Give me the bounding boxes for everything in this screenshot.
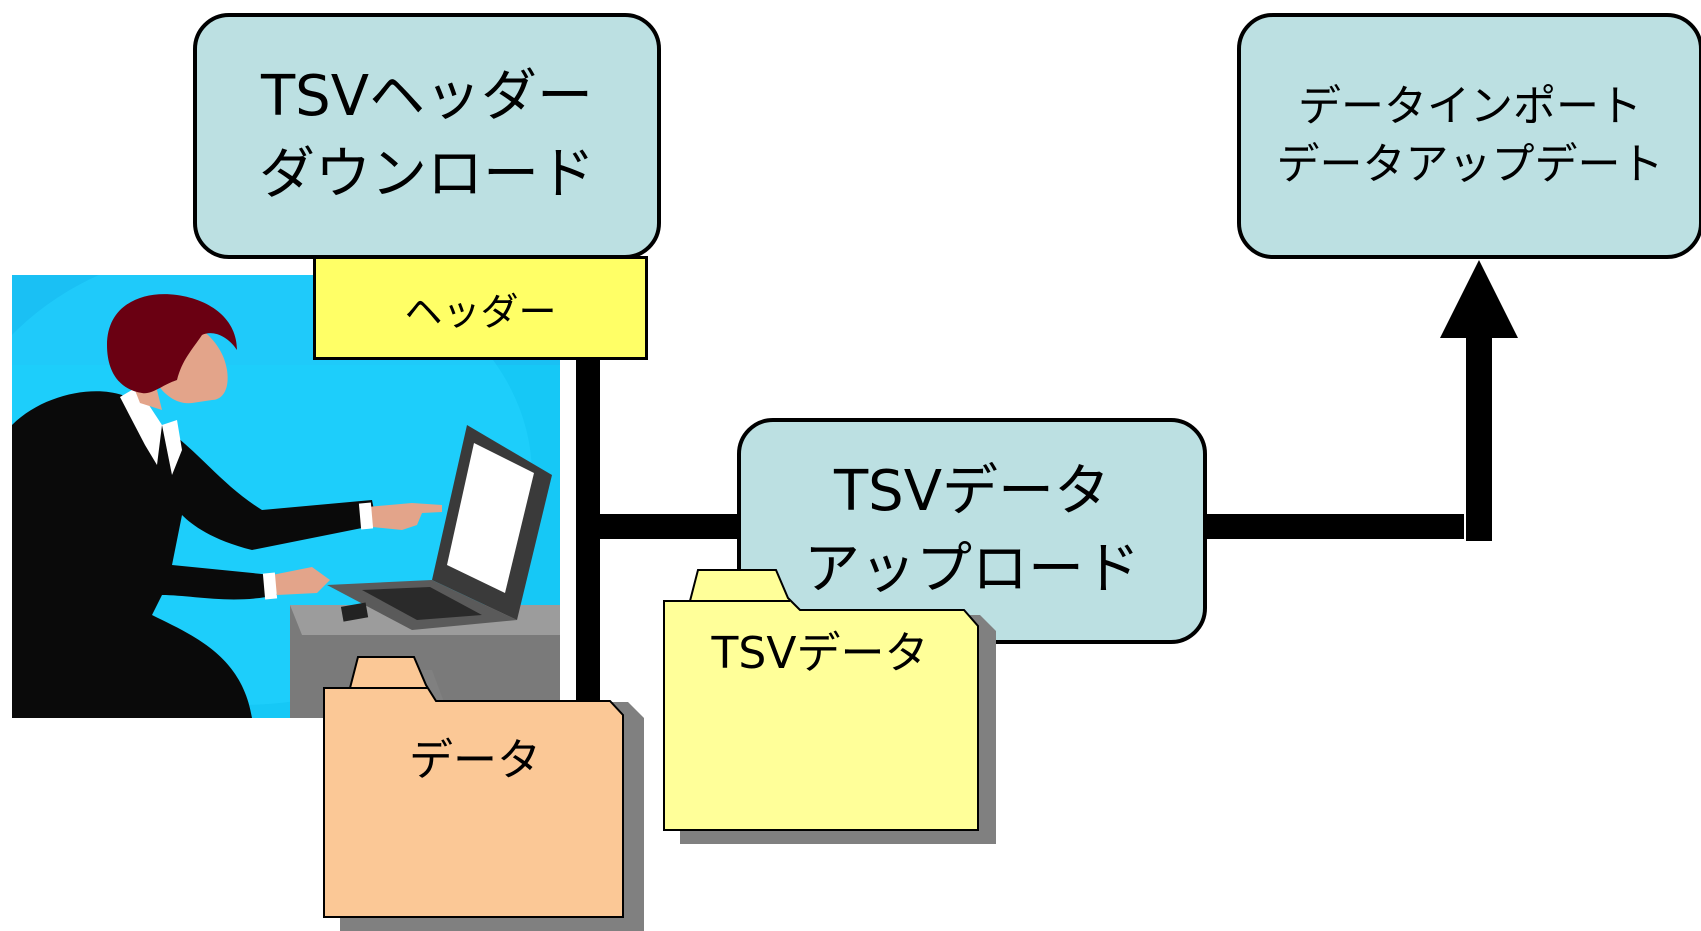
- arrow-shaft: [1466, 337, 1492, 541]
- folder-data-label: データ: [409, 735, 541, 786]
- data-folder-icon: データ: [323, 656, 644, 931]
- download-box-line2: ダウンロード: [259, 142, 595, 207]
- tsv-data-upload-box: TSVデータ アップロード: [737, 418, 1207, 644]
- import-box-line2: データアップデート: [1276, 140, 1664, 190]
- download-box-line1: TSVヘッダー: [260, 64, 594, 129]
- import-box-line1: データインポート: [1298, 82, 1642, 132]
- connector-line-to-upload: [600, 514, 738, 539]
- connector-line-from-upload: [1206, 514, 1464, 539]
- upload-box-line1: TSVデータ: [833, 459, 1111, 524]
- tsv-header-download-box: TSVヘッダー ダウンロード: [193, 13, 661, 259]
- folder-tsv-label: TSVデータ: [711, 628, 929, 679]
- header-label-text: ヘッダー: [404, 289, 557, 334]
- tsv-data-folder-icon: TSVデータ: [663, 569, 996, 844]
- arrow-up-head-icon: [1440, 260, 1518, 338]
- upload-box-line2: アップロード: [804, 537, 1140, 602]
- header-label: ヘッダー: [313, 256, 648, 360]
- data-import-update-box: データインポート データアップデート: [1237, 13, 1701, 259]
